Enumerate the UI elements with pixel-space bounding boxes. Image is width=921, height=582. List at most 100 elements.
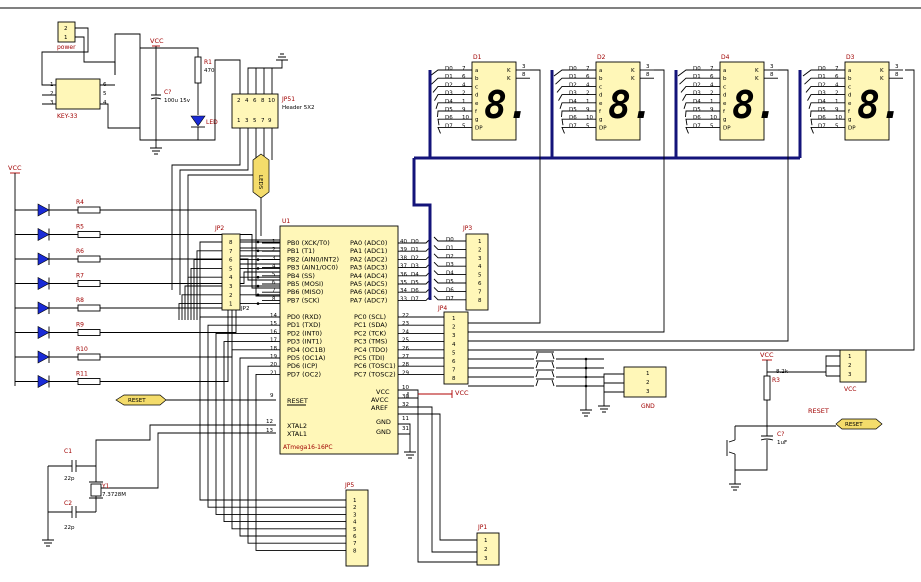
pd-wire <box>255 373 346 551</box>
wire <box>433 287 466 292</box>
seg-wire <box>556 85 596 93</box>
digit-ref: D2 <box>597 54 606 61</box>
digit-k-label: K <box>631 68 635 74</box>
mcu-pin-num: 14 <box>270 313 277 319</box>
digit-seg-net: D5 <box>569 107 577 113</box>
mcu-pin-pd: PD5 (OC1A) <box>287 354 325 362</box>
jp1-wires <box>398 413 477 553</box>
jp3-ref: JP3 <box>462 225 472 232</box>
mcu-pin-pd: PD7 (OC2) <box>287 370 321 378</box>
isp-signal-wires <box>171 128 257 300</box>
digit-seg-net: D5 <box>445 107 453 113</box>
mcu-pin-pb: PB1 (T1) <box>287 247 315 255</box>
isp-pin: 10 <box>268 98 275 104</box>
seg-wire <box>682 94 720 101</box>
jp4-pin: 8 <box>452 376 456 382</box>
digit-seg-num: 5 <box>835 123 839 129</box>
digit-seg-net: D7 <box>693 123 701 129</box>
jp3-body[interactable] <box>465 233 489 311</box>
gnd-header-body[interactable] <box>623 366 667 398</box>
power-switch[interactable] <box>55 78 101 110</box>
mcu-gnd2-pin: GND <box>376 428 391 436</box>
digit-seg-net: D3 <box>818 91 826 97</box>
mcu-pin-pc: PC6 (TOSC1) <box>354 362 396 370</box>
digit-seg-num: 6 <box>710 74 714 80</box>
isp-label: Header 5X2 <box>282 105 315 111</box>
mcu-part: ATmega16-16PC <box>283 444 333 451</box>
digit-seg-label: c <box>848 84 851 90</box>
digit-seg-label: a <box>475 68 478 74</box>
cap-c1 <box>48 460 96 472</box>
digit-seg-net: D4 <box>569 99 577 105</box>
digit-seg-label: f <box>848 109 851 115</box>
digit-seg-num: 4 <box>835 82 839 88</box>
digit-body[interactable] <box>595 61 641 141</box>
digit-seg-num: 6 <box>462 74 466 80</box>
digit-body[interactable] <box>471 61 517 141</box>
led-wire <box>100 239 280 382</box>
led-resistor-ref: R6 <box>76 248 84 255</box>
isp-ref: JP51 <box>281 96 295 103</box>
led-wire <box>100 255 280 333</box>
seg-wire <box>437 110 472 118</box>
cap-value: 100u 15v <box>164 98 191 104</box>
jp5-pin: 1 <box>353 498 357 504</box>
sw-pin4: 4 <box>103 100 107 106</box>
mcu-pin-pc: PC4 (TDO) <box>354 346 388 354</box>
mcu-pin-pd: PD3 (INT1) <box>287 338 322 346</box>
led-resistor <box>77 280 101 287</box>
digit-seg-label: b <box>475 76 479 82</box>
led-resistor-ref: R7 <box>76 273 84 280</box>
led-diode-icon <box>37 374 50 389</box>
digit-body[interactable] <box>719 61 765 141</box>
power-jack[interactable] <box>57 21 76 43</box>
mcu-pin-pa: PA0 (ADC0) <box>350 239 387 247</box>
mcu-pin-num: 33 <box>400 296 407 302</box>
jp4-body[interactable] <box>443 311 469 385</box>
mcu-pin-pb: PB4 (SS) <box>287 272 315 280</box>
mcu-pa-net: D6 <box>411 288 419 294</box>
digit-seg-label: DP <box>475 125 483 131</box>
led-diode-icon <box>37 350 50 364</box>
pd-wire <box>207 324 346 508</box>
vcc-label: VCC <box>150 37 164 45</box>
led-resistor-ref: R11 <box>76 371 88 378</box>
isp-header[interactable] <box>231 93 279 129</box>
vcc-header-body[interactable] <box>839 349 867 383</box>
gnd2-num: 31 <box>402 426 409 432</box>
junction-dot <box>256 240 260 244</box>
jp2-body[interactable] <box>221 233 241 311</box>
digit-seg-num: 9 <box>835 107 839 113</box>
wire <box>603 373 624 406</box>
mcu-body[interactable] <box>279 225 399 455</box>
digit-glyph: 8. <box>857 83 903 127</box>
jp1-pin: 2 <box>484 547 488 553</box>
digit-seg-num: 5 <box>710 123 714 129</box>
digit-seg-num: 7 <box>710 66 714 72</box>
vcc-hdr-pin: 3 <box>848 372 852 378</box>
wire <box>199 241 280 320</box>
mcu-pin-num: 36 <box>400 272 407 278</box>
mcu-pin-num: 27 <box>402 354 409 360</box>
jp5-body[interactable] <box>345 489 369 567</box>
crystal-y1 <box>90 483 102 497</box>
mcu-pin-pc: PC5 (TDI) <box>354 354 385 362</box>
jp3-net: D6 <box>446 287 454 293</box>
led-resistor <box>77 206 101 214</box>
junction-dot <box>256 258 260 261</box>
jp1-body[interactable] <box>476 532 500 566</box>
seg-wire <box>810 126 845 134</box>
jp2-pin: 2 <box>229 293 233 299</box>
digit-body[interactable] <box>844 61 890 141</box>
wire <box>433 270 466 276</box>
led-diode-icon <box>37 252 50 266</box>
gnd-hdr-pin: 1 <box>646 371 650 377</box>
digit-ref: D3 <box>846 54 855 61</box>
seg-wire <box>553 69 596 77</box>
power-jack-label: power <box>57 44 76 51</box>
led-resistor-ref: R4 <box>76 199 84 206</box>
digit-seg-label: a <box>723 68 726 74</box>
